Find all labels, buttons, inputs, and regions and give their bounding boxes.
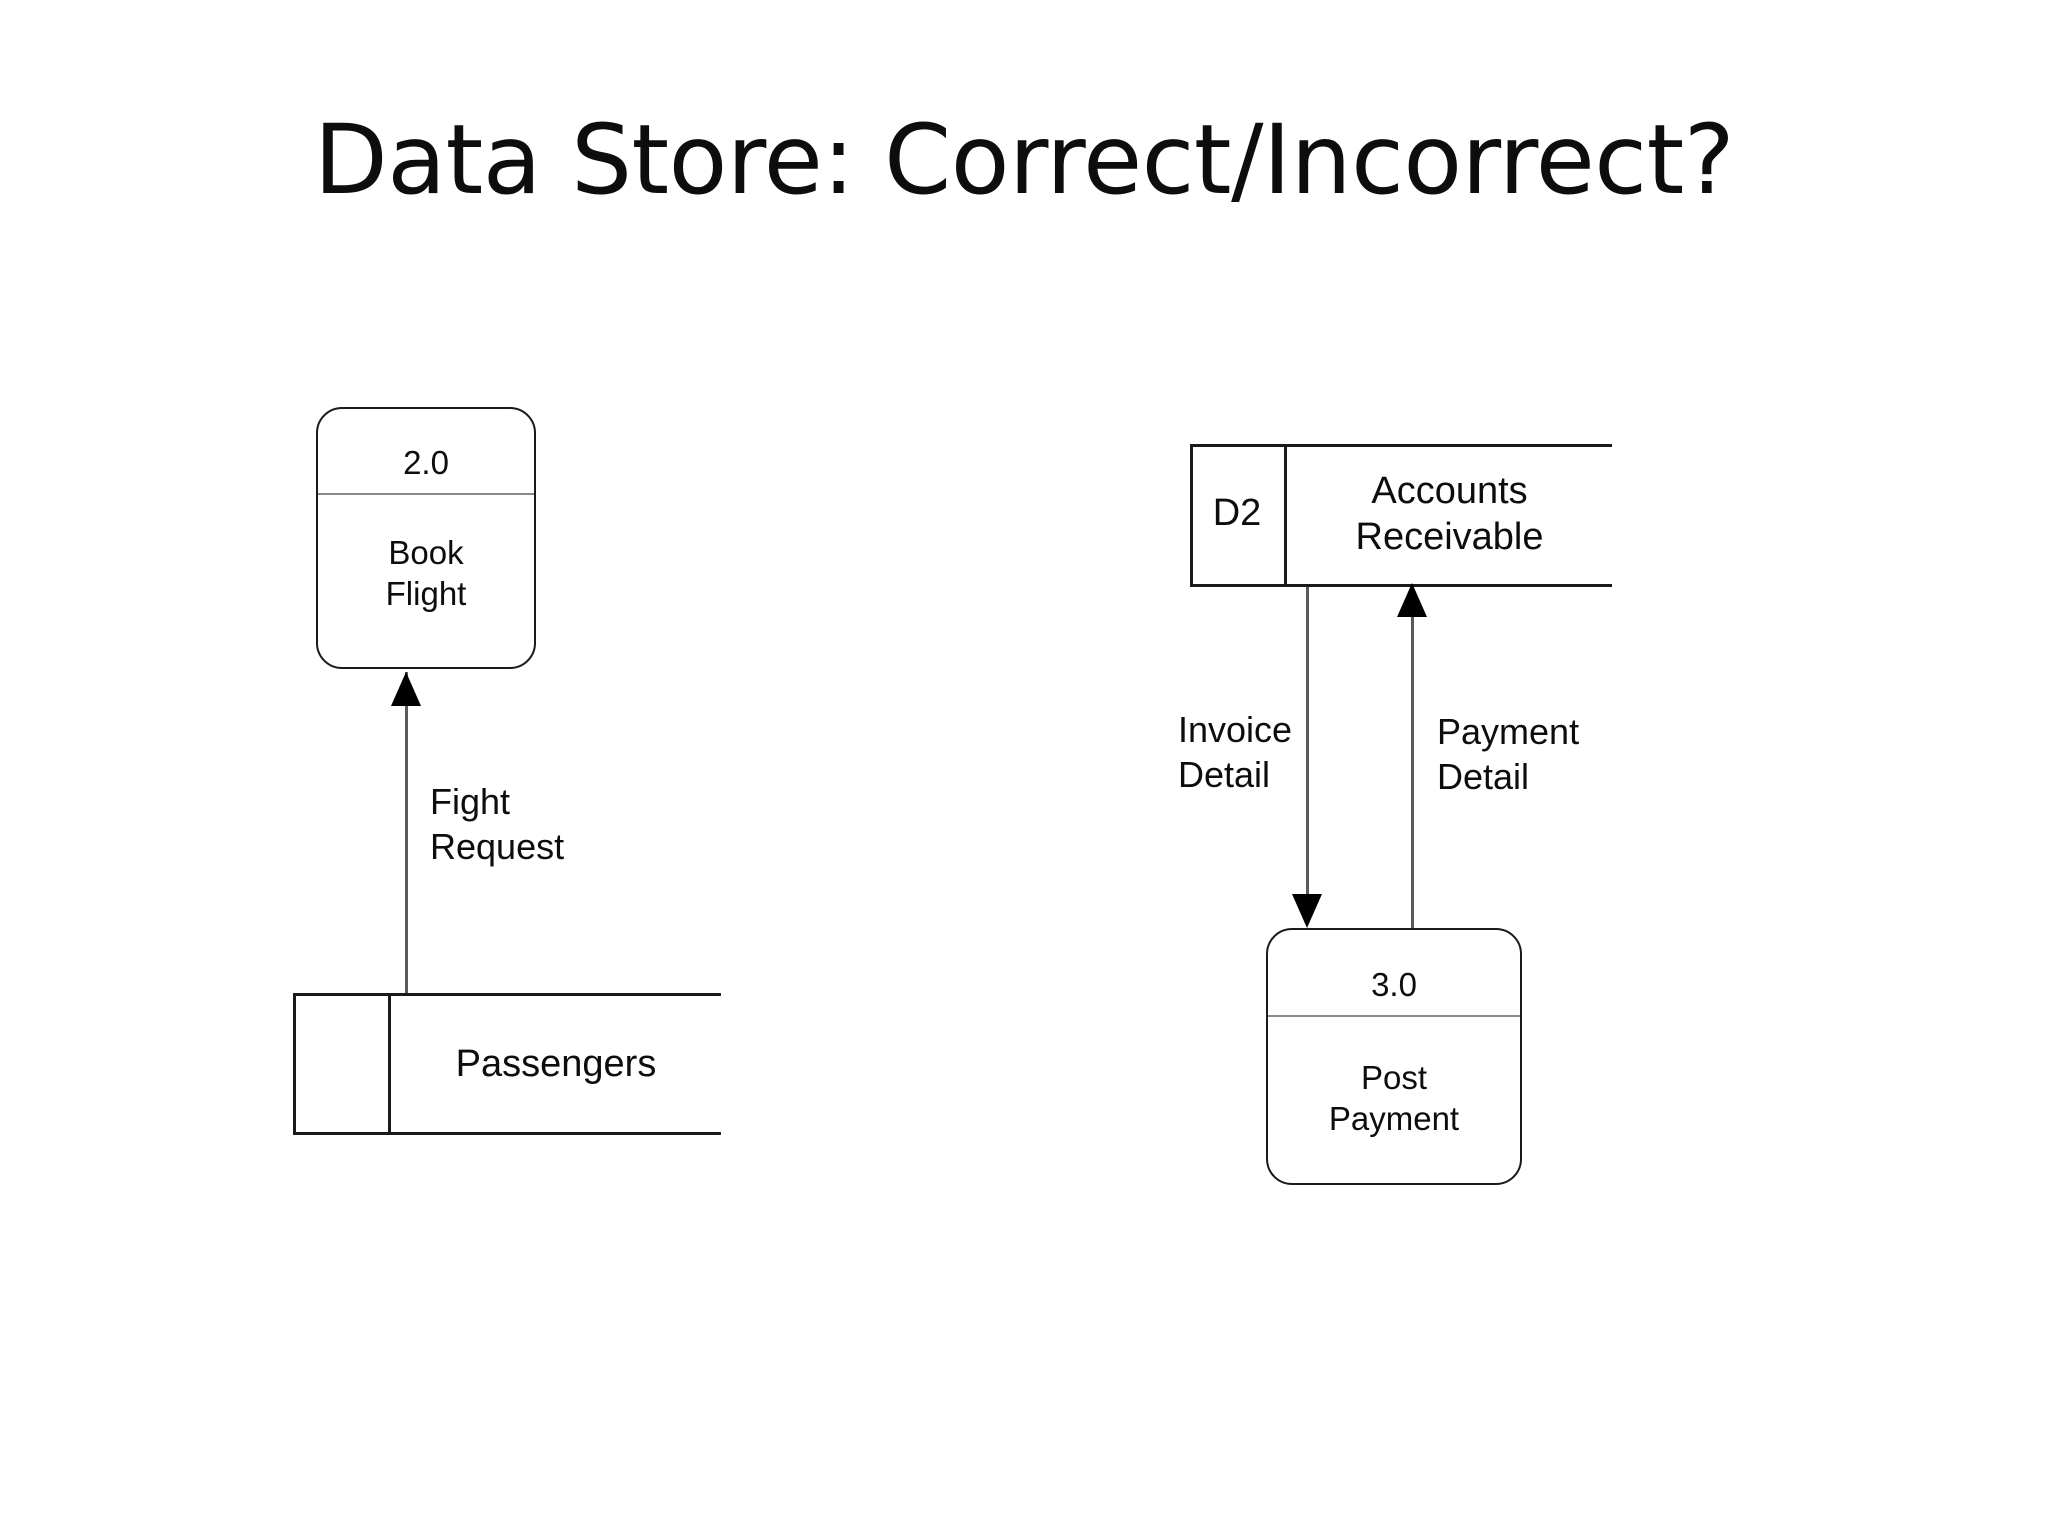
process-name-label: Post Payment (1328, 1059, 1460, 1137)
process-id-label: 3.0 (1371, 966, 1417, 1003)
flow-line (405, 672, 408, 994)
page-title: Data Store: Correct/Incorrect? (313, 104, 1735, 216)
data-store-divider (1284, 444, 1287, 587)
data-store-passengers[interactable]: Passengers (293, 993, 721, 1135)
data-store-top-rule (293, 993, 721, 996)
data-store-id-label: D2 (1212, 492, 1262, 534)
flow-line (1411, 587, 1414, 928)
process-divider (1268, 1015, 1520, 1017)
data-store-divider (388, 993, 391, 1135)
process-divider (318, 493, 534, 495)
flow-line (1306, 587, 1309, 897)
flow-payment-detail[interactable] (1397, 583, 1427, 928)
arrowhead-up-icon (1397, 583, 1427, 617)
flow-label-fight-request: Fight Request (430, 781, 565, 867)
process-id-label: 2.0 (403, 444, 449, 481)
data-store-left-cap (1190, 444, 1193, 587)
data-store-accounts-receivable[interactable]: D2 Accounts Receivable (1190, 444, 1612, 587)
data-store-bottom-rule (293, 1132, 721, 1135)
process-book-flight[interactable]: 2.0 Book Flight (316, 407, 536, 669)
process-post-payment[interactable]: 3.0 Post Payment (1266, 928, 1522, 1185)
flow-label-invoice-detail: Invoice Detail (1178, 709, 1293, 795)
data-store-left-cap (293, 993, 296, 1135)
flow-invoice-detail[interactable] (1292, 587, 1322, 928)
process-name-label: Book Flight (385, 534, 467, 612)
arrowhead-up-icon (391, 672, 421, 706)
flow-fight-request[interactable] (391, 672, 421, 994)
arrowhead-down-icon (1292, 894, 1322, 928)
flow-label-payment-detail: Payment Detail (1437, 711, 1580, 797)
data-store-name-label: Passengers (455, 1043, 657, 1085)
data-store-name-label: Accounts Receivable (1355, 470, 1544, 559)
data-store-top-rule (1190, 444, 1612, 447)
